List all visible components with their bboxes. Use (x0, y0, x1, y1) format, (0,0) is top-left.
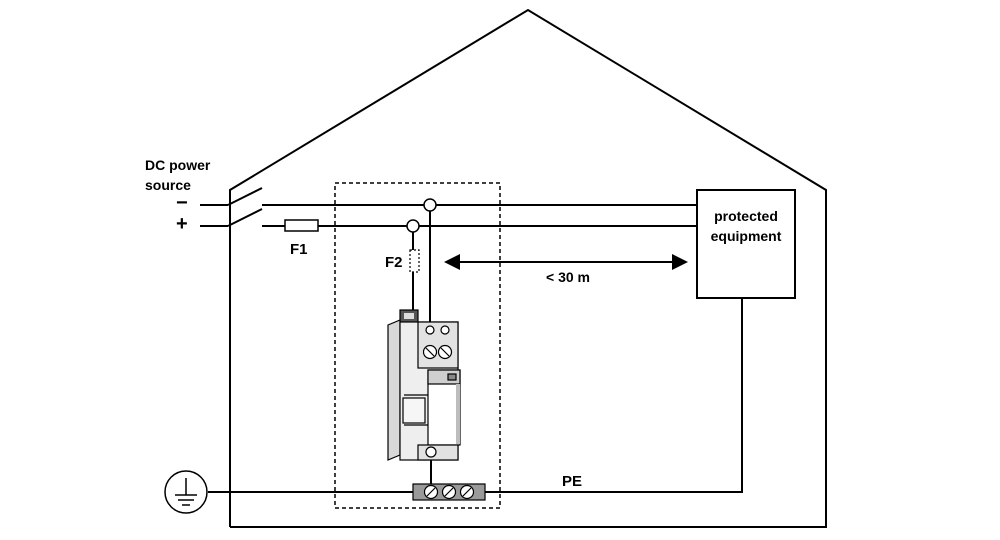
fuse-f2-label: F2 (385, 254, 403, 271)
protected-equipment-box (696, 189, 796, 299)
minus-sign: − (176, 192, 188, 214)
fuse-f2 (409, 249, 420, 273)
earth-ground-icon (164, 470, 208, 514)
pe-terminal-block (412, 483, 486, 501)
equipment-label-line1: protected (714, 208, 778, 224)
pe-label: PE (562, 473, 582, 490)
plus-sign: + (176, 213, 188, 235)
source-label-line2: source (145, 177, 191, 193)
fuse-f1-label: F1 (290, 241, 308, 258)
source-switch-minus (200, 187, 430, 206)
surge-protective-device (387, 309, 461, 461)
source-switch-plus (200, 208, 285, 227)
equipment-label-line2: equipment (711, 228, 782, 244)
source-label-line1: DC power (145, 157, 211, 173)
fuse-f1 (284, 219, 319, 232)
junction-plus (406, 219, 420, 233)
junction-minus (423, 198, 437, 212)
pe-wire-to-equipment (485, 298, 743, 493)
building-outline (229, 8, 827, 528)
distance-arrow (444, 254, 688, 270)
distance-label: < 30 m (546, 269, 590, 285)
